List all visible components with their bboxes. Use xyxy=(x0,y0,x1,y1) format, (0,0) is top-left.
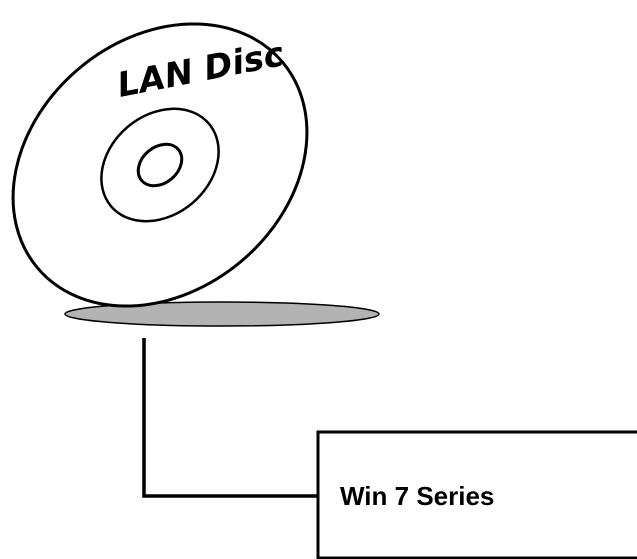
target-box xyxy=(316,430,637,559)
target-box-label: Win 7 Series xyxy=(340,481,494,511)
disc-shadow xyxy=(64,301,380,327)
connector-line xyxy=(142,338,318,498)
disc-icon xyxy=(11,22,309,308)
disc-outer-rim xyxy=(11,22,309,308)
disc-inner-ring xyxy=(100,107,220,223)
disc-hub-hole xyxy=(136,142,184,188)
